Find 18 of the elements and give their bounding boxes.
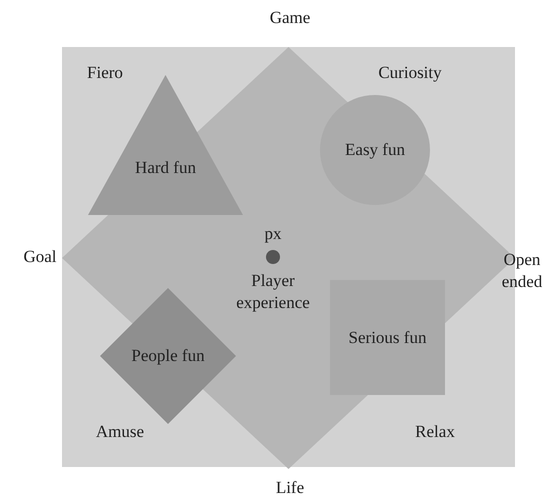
- shape-label: People fun: [130, 345, 206, 367]
- circle: [320, 95, 430, 205]
- text-label: Amuse: [94, 421, 146, 443]
- text-label: Game: [268, 7, 312, 29]
- shape-label: Hard fun: [134, 156, 197, 178]
- diamond: [100, 288, 236, 424]
- text-label: Open ended: [500, 249, 544, 293]
- shape-caption: Player experience: [235, 270, 311, 314]
- text-label: Relax: [414, 421, 456, 443]
- text-label: Fiero: [86, 62, 124, 84]
- text-label: Curiosity: [377, 62, 443, 84]
- shape-label: Easy fun: [344, 139, 406, 161]
- dot: [266, 250, 280, 264]
- text-label: Life: [274, 477, 306, 499]
- shape-caption: px: [264, 223, 282, 245]
- square: [330, 280, 445, 395]
- shape-label: Serious fun: [348, 326, 428, 348]
- text-label: Goal: [22, 246, 58, 268]
